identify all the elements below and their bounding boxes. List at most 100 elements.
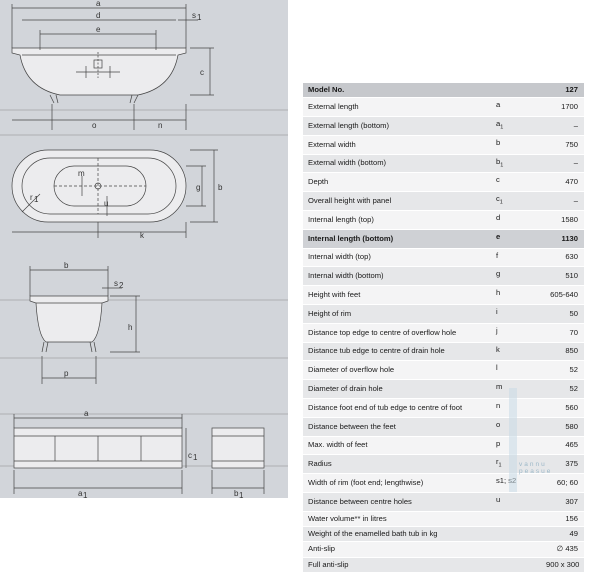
row-label: Distance between the feet [303,417,494,437]
row-label: Internal length (bottom) [303,229,494,249]
row-label: Depth [303,172,494,193]
label-c: c [200,68,204,77]
header-model-number: 127 [544,83,584,99]
row-label: Overall height with panel [303,191,494,212]
row-label: External length [303,97,494,118]
label-r1: r [30,193,33,202]
row-symbol-letter: p [496,438,501,448]
table-header-row: Model No. 127 [303,83,584,99]
row-symbol: g [494,266,544,287]
header-symbol [494,83,544,99]
table-row: External length (bottom)a1– [303,116,584,136]
label-a1-sub: 1 [83,491,88,498]
row-value: 307 [544,492,584,512]
label-k: k [140,231,145,240]
label-s2-sub: 2 [119,281,124,290]
row-symbol-letter: a [496,119,501,129]
row-symbol: b1 [494,154,544,174]
label-o: o [92,121,97,130]
label-b1: b [234,489,239,498]
row-symbol [494,557,544,573]
row-label: Height with feet [303,285,494,306]
row-symbol: i [494,304,544,324]
row-symbol [494,526,544,543]
row-label: Water volume** in litres [303,511,494,528]
table-row: Distance top edge to centre of overflow … [303,323,584,343]
row-value: 375 [544,454,584,475]
row-label: Distance top edge to centre of overflow … [303,323,494,343]
row-value: 630 [544,248,584,268]
row-symbol-letter: c [496,175,500,185]
label-d: d [96,11,100,20]
row-value: 1130 [544,229,584,249]
row-symbol-letter: k [496,344,500,354]
row-symbol: o [494,417,544,437]
label-b-side: b [64,261,69,270]
row-symbol-letter: b [496,156,501,166]
row-label: External width [303,135,494,155]
table-row: Distance foot end of tub edge to centre … [303,398,584,418]
row-symbol: c1 [494,191,544,212]
tub-plan-view [11,149,218,238]
row-value: 470 [544,172,584,193]
drawing-labels: a d s 1 e c o n m r 1 u g b k b s 2 h p … [30,0,244,498]
row-symbol: a1 [494,116,544,136]
row-symbol-letter: e [496,231,501,241]
row-value: 49 [544,526,584,543]
row-symbol: e [494,229,544,249]
label-m: m [78,169,85,178]
row-symbol-letter: u [496,495,501,505]
row-symbol: p [494,436,544,456]
technical-drawing-panel: a d s 1 e c o n m r 1 u g b k b s 2 h p … [0,0,288,498]
row-label: Height of rim [303,304,494,324]
row-label: Max. width of feet [303,436,494,456]
row-symbol-letter: i [496,307,498,317]
table-row: Weight of the enamelled bath tub in kg 49 [303,526,584,543]
row-label: External length (bottom) [303,116,494,136]
row-value: 60; 60 [544,473,584,494]
row-symbol: d [494,210,544,230]
table-row: Internal length (bottom)e 1130 [303,229,584,249]
row-label: Radius [303,454,494,475]
row-value: 50 [544,304,584,324]
table-row: External width (bottom)b1– [303,154,584,174]
table-row: Distance tub edge to centre of drain hol… [303,342,584,362]
label-b1-sub: 1 [239,491,244,498]
row-value: 1700 [544,97,584,118]
row-value: 465 [544,436,584,456]
row-value: 510 [544,266,584,287]
row-symbol-letter: a [496,100,501,110]
header-label: Model No. [303,83,494,99]
row-symbol: c [494,172,544,193]
label-p: p [64,369,69,378]
row-label: Distance tub edge to centre of drain hol… [303,342,494,362]
tub-side-section [0,266,288,384]
row-value: – [544,154,584,174]
label-s1: s [192,11,196,20]
row-label: Weight of the enamelled bath tub in kg [303,526,494,543]
row-symbol-letter: o [496,419,501,429]
row-value: 52 [544,379,584,400]
row-symbol: k [494,342,544,362]
row-symbol-letter: s1; s2 [496,476,517,486]
tub-side-elevation [0,4,288,136]
row-symbol: u [494,492,544,512]
tub-panel-side-view [211,427,265,494]
row-value: 52 [544,360,584,381]
row-symbol: h [494,285,544,306]
row-value: 1580 [544,210,584,230]
row-value: 605-640 [544,285,584,306]
row-value: 850 [544,342,584,362]
row-value: 560 [544,398,584,418]
row-symbol-letter: r [496,457,499,467]
row-label: Diameter of overflow hole [303,360,494,381]
